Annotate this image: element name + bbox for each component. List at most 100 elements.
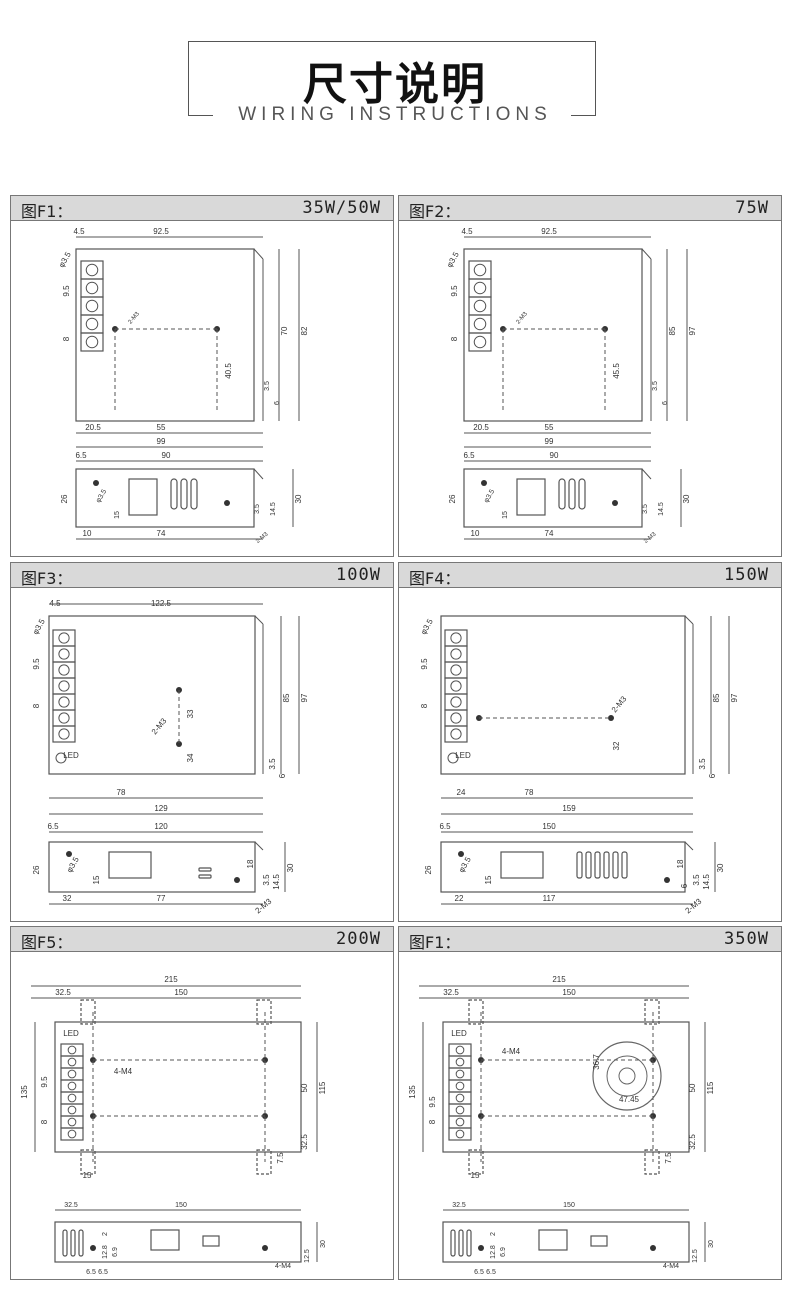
- panel-header: 图F2： 75W: [399, 196, 781, 221]
- vent-slot: [558, 478, 566, 510]
- dimension-label: 30: [294, 494, 303, 503]
- dimension-label: 3.5: [264, 381, 271, 391]
- dimension-label: 32.5: [443, 988, 459, 997]
- dimension-label: 14.5: [272, 874, 281, 890]
- panel-label: 图F3：: [21, 569, 73, 588]
- dimension-label: 12.5: [692, 1249, 699, 1263]
- dimension-label: 74: [157, 529, 166, 538]
- mount-hole: [458, 851, 464, 857]
- page-subtitle: WIRING INSTRUCTIONS: [238, 104, 552, 125]
- terminal-block: [80, 296, 104, 316]
- dimension-label: 3.5: [268, 758, 277, 770]
- dimension-label: 6: [662, 401, 669, 405]
- dimension-label: φ3.5: [95, 488, 108, 504]
- dimension-label: 14.5: [658, 502, 665, 516]
- side-view-outline: [75, 468, 255, 528]
- dimension-label: 150: [174, 988, 188, 997]
- mount-hole: [234, 877, 240, 883]
- dimension-label: 85: [712, 693, 721, 702]
- mount-tab: [644, 999, 660, 1025]
- vent-slot: [585, 851, 592, 879]
- dimension-label: 7.5: [664, 1152, 673, 1164]
- panel-header: 图F1： 35W/50W: [11, 196, 393, 221]
- side-cutout: [590, 1235, 608, 1247]
- dimension-label: 32.5: [300, 1134, 309, 1150]
- panel-header: 图F5： 200W: [11, 927, 393, 952]
- dimension-label: 97: [730, 693, 739, 702]
- dimension-label: 2-M3: [684, 896, 704, 915]
- dimension-label: 32: [612, 741, 621, 750]
- vent-slot: [198, 874, 212, 879]
- panel-label: 图F1：: [21, 202, 73, 221]
- dimension-label: 8: [420, 703, 429, 708]
- terminal-screw: [473, 317, 487, 331]
- dimension-label: LED: [63, 1029, 79, 1038]
- terminal-screw: [58, 712, 70, 724]
- terminal-block: [80, 278, 104, 298]
- vent-slot: [458, 1229, 464, 1257]
- terminal-screw: [67, 1093, 77, 1103]
- dimension-label: φ3.5: [419, 617, 435, 636]
- mount-hole: [224, 500, 230, 506]
- mount-tab: [468, 999, 484, 1025]
- dimension-label: LED: [451, 1029, 467, 1038]
- dimension-label: 15: [83, 1171, 92, 1180]
- dimension-label: 2: [102, 1232, 109, 1236]
- dimension-label: 2-M3: [610, 694, 629, 714]
- dimension-label: 14.5: [702, 874, 711, 890]
- dimension-label: 6.5: [474, 1269, 484, 1276]
- dimension-label: 159: [562, 804, 576, 813]
- side-window: [516, 478, 546, 516]
- dimension-label: 2: [490, 1232, 497, 1236]
- header-frame: [188, 41, 596, 116]
- dimension-label: 90: [550, 451, 559, 460]
- fan-guard: [606, 1055, 648, 1097]
- dimension-label: 4.5: [73, 227, 85, 236]
- terminal-screw: [450, 664, 462, 676]
- dimension-label: 92.5: [153, 227, 169, 236]
- dimension-label: 26: [60, 494, 69, 503]
- panel-wattage: 150W: [724, 565, 769, 585]
- dimension-label: 2-M3: [150, 716, 169, 736]
- mount-hole: [664, 877, 670, 883]
- dimension-label: 6.5: [439, 822, 451, 831]
- dimension-label: φ3.5: [483, 488, 496, 504]
- side-view-edge: [641, 468, 652, 480]
- terminal-screw: [58, 696, 70, 708]
- dimension-label: 6.5: [47, 822, 59, 831]
- dimension-label: 82: [300, 326, 309, 335]
- dimension-label: 32.5: [452, 1202, 466, 1209]
- panel-header: 图F4： 150W: [399, 563, 781, 588]
- panel-label: 图F2：: [409, 202, 461, 221]
- dimension-label: 7.5: [276, 1152, 285, 1164]
- dimension-label: LED: [63, 751, 79, 760]
- dimension-label: 34: [186, 753, 195, 762]
- dimension-label: 2-M3: [643, 531, 658, 545]
- terminal-screw: [450, 696, 462, 708]
- dimension-label: 26: [424, 865, 433, 874]
- dimension-label: 117: [543, 894, 556, 903]
- side-window: [538, 1229, 568, 1251]
- dimension-label: 92.5: [541, 227, 557, 236]
- dimension-label: 15: [471, 1171, 480, 1180]
- terminal-screw: [473, 263, 487, 277]
- panel-label: 图F4：: [409, 569, 461, 588]
- terminal-screw: [67, 1057, 77, 1067]
- terminal-screw: [85, 263, 99, 277]
- terminal-screw: [455, 1117, 465, 1127]
- dimension-label: 6.5: [75, 451, 87, 460]
- terminal-screw: [473, 281, 487, 295]
- vent-slot: [170, 478, 178, 510]
- led-indicator: [55, 752, 67, 764]
- dimension-label: 50: [688, 1083, 697, 1092]
- dimension-label: 3.5: [262, 874, 271, 886]
